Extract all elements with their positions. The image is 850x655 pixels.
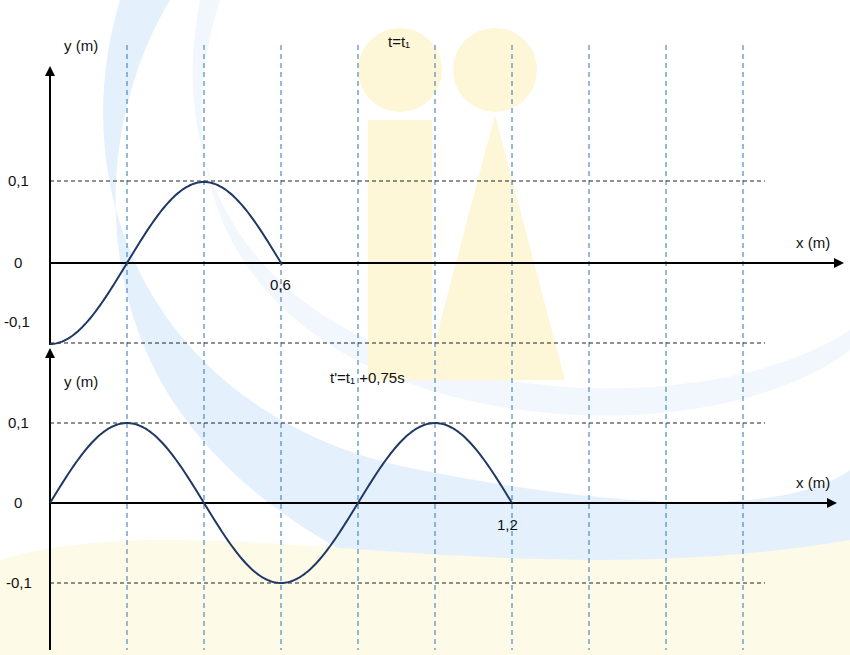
- tick-value: 0: [14, 495, 22, 512]
- axes: [50, 68, 842, 650]
- axis-label: y (m): [64, 374, 98, 391]
- grid-verticals: [127, 45, 743, 650]
- time-label: t'=t₁ +0,75s: [330, 370, 405, 387]
- axis-label: y (m): [64, 38, 98, 55]
- tick-value: 0,6: [270, 277, 291, 294]
- tick-value: 1,2: [497, 517, 518, 534]
- tick-value: 0,1: [8, 173, 29, 190]
- axis-label: x (m): [796, 475, 830, 492]
- wave-curve: [50, 423, 512, 583]
- tick-value: 0,1: [8, 415, 29, 432]
- grid-horizontals: [50, 181, 765, 583]
- time-label: t=t₁: [388, 34, 410, 51]
- tick-value: -0,1: [6, 575, 32, 592]
- tick-value: -0,1: [4, 314, 30, 331]
- wave-curve: [50, 182, 282, 344]
- tick-value: 0: [14, 255, 22, 272]
- axis-label: x (m): [796, 235, 830, 252]
